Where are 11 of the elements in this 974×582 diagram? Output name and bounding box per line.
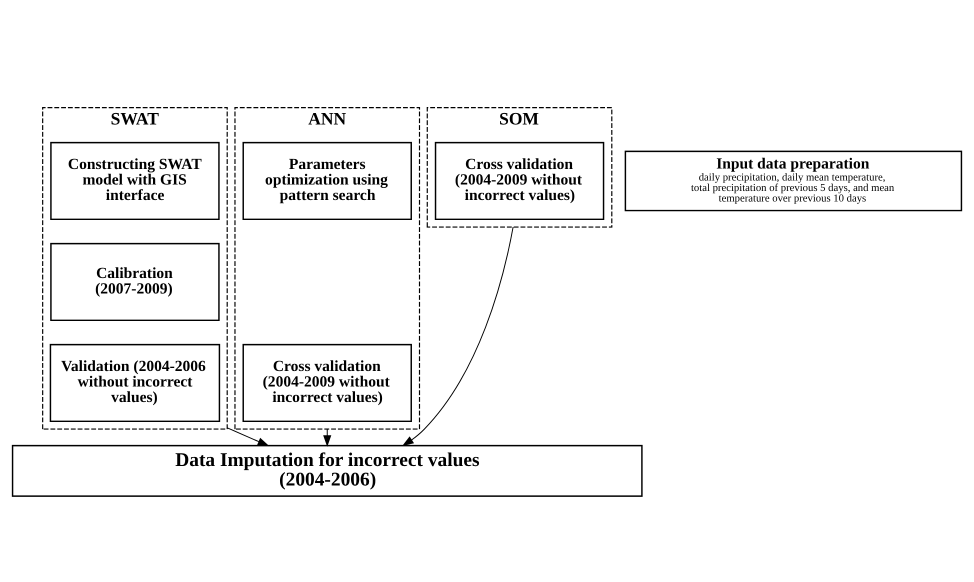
arrow [323,428,332,446]
node-box: Parameters optimization using pattern search [242,141,412,220]
node-box: Cross validation (2004-2009 without incorrect values) [434,141,604,220]
node-box: Constructing SWAT model with GIS interface [50,141,220,220]
node-box: Input data preparation daily precipitation, daily mean temperature, total precipitation of previous 5 days, and mean temperature over previous 10 days [624,150,962,211]
arrow [402,226,514,446]
arrow [226,426,270,446]
node-box: Cross validation (2004-2009 without incorrect values) [242,343,412,422]
node-box: Calibration (2007-2009) [50,242,220,321]
node-box: Data Imputation for incorrect values (2004-2006) [12,444,643,496]
node-box: Validation (2004-2006 without incorrect values) [50,343,220,422]
